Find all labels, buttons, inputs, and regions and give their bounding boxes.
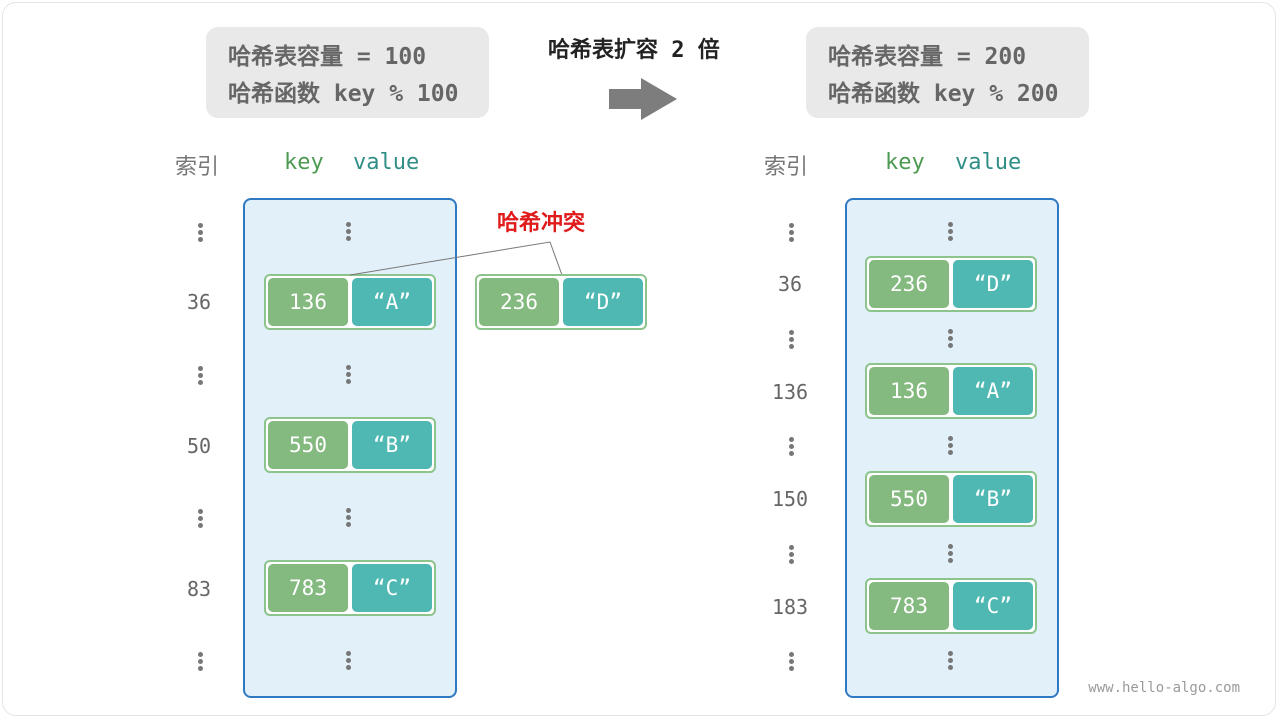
bucket-ellipsis — [948, 436, 954, 457]
right-index-ellipsis — [789, 223, 795, 244]
right-value-header: value — [955, 150, 1022, 175]
new-capacity-box: 哈希表容量 = 200 哈希函数 key % 200 — [806, 27, 1089, 118]
entry-value: “B” — [352, 421, 432, 469]
right-index-header: 索引 — [764, 155, 809, 180]
right-arrow-icon — [609, 78, 677, 120]
bucket-ellipsis — [346, 222, 352, 243]
bucket-ellipsis — [948, 222, 954, 243]
bucket-ellipsis — [346, 365, 352, 386]
bucket-ellipsis — [948, 651, 954, 672]
entry-value: “C” — [953, 582, 1033, 630]
entry-value: “A” — [352, 278, 432, 326]
bucket-entry: 783 “C” — [865, 578, 1037, 634]
entry-value: “D” — [563, 278, 643, 326]
bucket-entry: 136 “A” — [264, 274, 436, 330]
left-index-ellipsis — [198, 223, 204, 244]
old-capacity-text: 哈希表容量 = 100 — [228, 44, 427, 70]
entry-key: 236 — [479, 278, 559, 326]
right-index-label: 150 — [771, 487, 809, 511]
collision-connector-lines — [349, 241, 563, 276]
bucket-ellipsis — [948, 329, 954, 350]
bucket-ellipsis — [346, 651, 352, 672]
expand-title: 哈希表扩容 2 倍 — [548, 38, 720, 63]
entry-value: “B” — [953, 475, 1033, 523]
left-index-label: 50 — [186, 434, 212, 458]
bucket-entry: 783 “C” — [264, 560, 436, 616]
bucket-ellipsis — [346, 508, 352, 529]
new-capacity-text: 哈希表容量 = 200 — [828, 44, 1027, 70]
right-index-ellipsis — [789, 545, 795, 566]
bucket-entry: 550 “B” — [264, 417, 436, 473]
entry-key: 550 — [268, 421, 348, 469]
entry-key: 236 — [869, 260, 949, 308]
colliding-entry: 236 “D” — [475, 274, 647, 330]
entry-value: “A” — [953, 367, 1033, 415]
left-index-ellipsis — [198, 509, 204, 530]
left-value-header: value — [353, 150, 420, 175]
right-index-label: 183 — [771, 595, 809, 619]
entry-value: “D” — [953, 260, 1033, 308]
entry-key: 550 — [869, 475, 949, 523]
hash-collision-label: 哈希冲突 — [497, 211, 586, 236]
watermark: www.hello-algo.com — [1088, 680, 1240, 696]
right-index-label: 36 — [777, 272, 803, 296]
bucket-entry: 136 “A” — [865, 363, 1037, 419]
left-index-label: 83 — [186, 577, 212, 601]
right-index-ellipsis — [789, 437, 795, 458]
bucket-entry: 236 “D” — [865, 256, 1037, 312]
entry-value: “C” — [352, 564, 432, 612]
bucket-entry: 550 “B” — [865, 471, 1037, 527]
entry-key: 783 — [869, 582, 949, 630]
right-key-header: key — [885, 150, 925, 175]
bucket-ellipsis — [948, 544, 954, 565]
left-index-ellipsis — [198, 366, 204, 387]
new-hash-function-text: 哈希函数 key % 200 — [828, 81, 1059, 107]
old-capacity-box: 哈希表容量 = 100 哈希函数 key % 100 — [206, 27, 489, 118]
right-index-ellipsis — [789, 330, 795, 351]
entry-key: 136 — [268, 278, 348, 326]
left-key-header: key — [284, 150, 324, 175]
right-index-ellipsis — [789, 652, 795, 673]
old-hash-function-text: 哈希函数 key % 100 — [228, 81, 459, 107]
left-index-ellipsis — [198, 652, 204, 673]
left-index-header: 索引 — [175, 155, 220, 180]
left-index-label: 36 — [186, 290, 212, 314]
entry-key: 136 — [869, 367, 949, 415]
right-index-label: 136 — [771, 380, 809, 404]
entry-key: 783 — [268, 564, 348, 612]
